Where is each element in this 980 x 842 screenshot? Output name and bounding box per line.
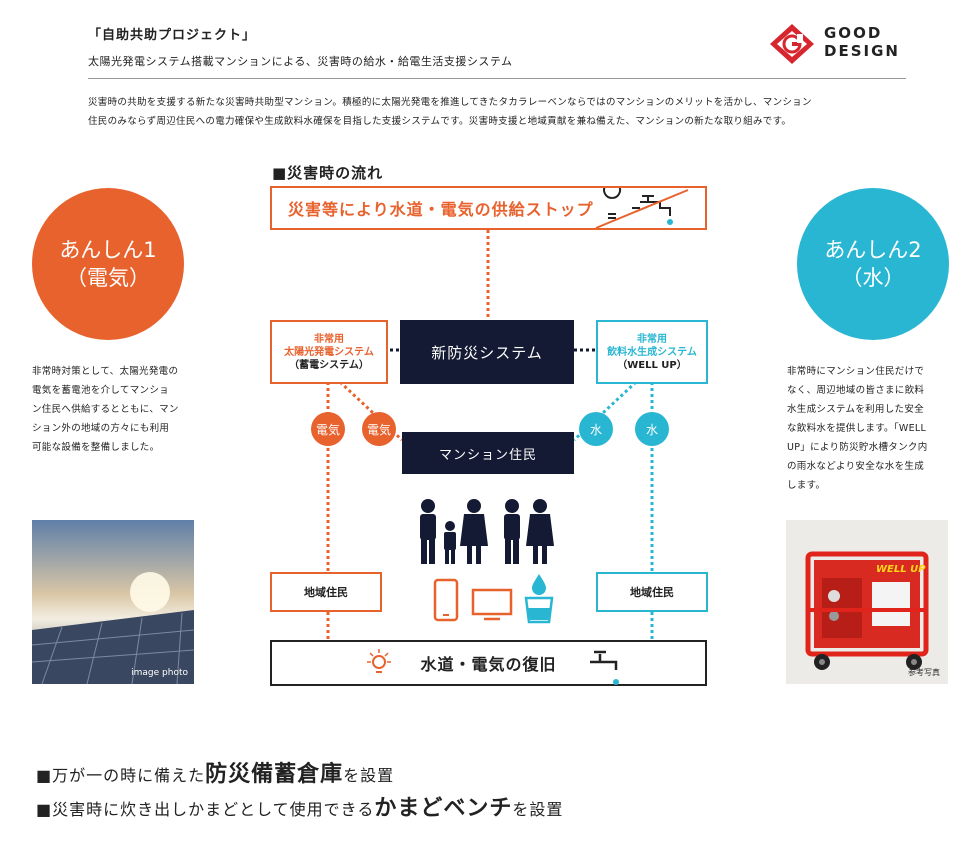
desc-line: の雨水などより安全な水を生成 xyxy=(787,461,925,472)
desc-line: 非常時対策として、太陽光発電の xyxy=(32,366,179,377)
circle-subtitle: （電気） xyxy=(66,266,150,290)
machine-brand-label: WELL UP xyxy=(876,564,926,575)
water-line: 非常用 xyxy=(637,333,667,345)
local-residents-right-box: 地域住民 xyxy=(596,572,708,612)
water-tag: 水 xyxy=(579,412,613,446)
no-power-water-icon xyxy=(595,188,689,229)
electric-description: 非常時対策として、太陽光発電の 電気を蓄電池を介してマンショ ン住民へ供給すると… xyxy=(32,362,202,457)
water-system-box: 非常用 飲料水生成システム （WELL UP） xyxy=(596,320,708,384)
electric-tag: 電気 xyxy=(311,412,345,446)
family-people-icon xyxy=(420,499,554,564)
photo-caption: image photo xyxy=(131,668,188,678)
well-up-machine-photo: WELL UP 参考写真 xyxy=(786,520,948,684)
restoration-box: 水道・電気の復旧 xyxy=(270,640,707,686)
smartphone-icon xyxy=(433,578,459,622)
statement-text: を設置 xyxy=(512,800,564,819)
residents-label: マンション住民 xyxy=(438,447,537,463)
storage-statement: ■万が一の時に備えた防災備蓄倉庫を設置 xyxy=(36,756,394,788)
good-design-logo-icon xyxy=(770,24,814,64)
solar-line: （蓄電システム） xyxy=(289,359,369,371)
statement-text: ■災害時に炊き出しかまどとして使用できる xyxy=(36,800,375,819)
desc-line: 非常時にマンション住民だけで xyxy=(787,366,925,377)
solar-panel-photo: image photo xyxy=(32,520,194,684)
intro-text: 災害時の共助を支援する新たな災害時共助型マンション。積極的に太陽光発電を推進して… xyxy=(88,93,908,131)
disaster-system-box: 新防災システム xyxy=(400,320,574,384)
water-description: 非常時にマンション住民だけで なく、周辺地域の皆さまに飲料 水生成システムを利用… xyxy=(787,362,959,495)
water-glass-icon xyxy=(524,574,554,624)
statement-text: ■万が一の時に備えた xyxy=(36,766,206,785)
desc-line: 電気を蓄電池を介してマンショ xyxy=(32,385,169,396)
desc-line: 可能な設備を整備しました。 xyxy=(32,442,160,453)
solar-system-box: 非常用 太陽光発電システム （蓄電システム） xyxy=(270,320,388,384)
desc-line: なく、周辺地域の皆さまに飲料 xyxy=(787,385,925,396)
local-residents-label: 地域住民 xyxy=(630,585,674,599)
project-subtitle: 太陽光発電システム搭載マンションによる、災害時の給水・給電生活支援システム xyxy=(88,55,513,68)
circle-title: あんしん2 xyxy=(824,238,922,262)
supply-stop-label: 災害等により水道・電気の供給ストップ xyxy=(288,200,594,219)
good-design-logo-text: GOOD DESIGN xyxy=(824,24,900,60)
circle-subtitle: （水） xyxy=(841,266,905,290)
photo-caption: 参考写真 xyxy=(908,668,940,677)
desc-line: 水生成システムを利用した安全 xyxy=(787,404,924,415)
desc-line: します。 xyxy=(787,480,826,491)
intro-line: 災害時の共助を支援する新たな災害時共助型マンション。積極的に太陽光発電を推進して… xyxy=(88,97,812,108)
local-residents-left-box: 地域住民 xyxy=(270,572,382,612)
solar-line: 太陽光発電システム xyxy=(284,346,374,358)
water-line: （WELL UP） xyxy=(617,359,687,371)
circle-title: あんしん1 xyxy=(59,238,157,262)
desc-line: ン住民へ供給するとともに、マン xyxy=(32,404,179,415)
logo-line: DESIGN xyxy=(824,42,900,60)
intro-line: 住民のみならず周辺住民への電力確保や生成飲料水確保を目指した支援システムです。災… xyxy=(88,116,792,127)
television-icon xyxy=(471,588,513,621)
bench-statement: ■災害時に炊き出しかまどとして使用できるかまどベンチを設置 xyxy=(36,790,563,822)
electric-tag: 電気 xyxy=(362,412,396,446)
project-title: 「自助共助プロジェクト」 xyxy=(88,28,257,43)
statement-emphasis: かまどベンチ xyxy=(374,796,513,821)
statement-emphasis: 防災備蓄倉庫 xyxy=(205,762,344,787)
statement-text: を設置 xyxy=(343,766,395,785)
desc-line: UP」により防災貯水槽タンク内 xyxy=(787,442,928,453)
disaster-system-label: 新防災システム xyxy=(431,343,543,362)
residents-box: マンション住民 xyxy=(402,432,574,474)
faucet-icon xyxy=(590,650,619,685)
anshin-electric-circle: あんしん1 （電気） xyxy=(32,188,184,340)
water-line: 飲料水生成システム xyxy=(607,346,697,358)
flow-section-title: ■災害時の流れ xyxy=(272,164,384,182)
local-residents-label: 地域住民 xyxy=(304,585,348,599)
solar-line: 非常用 xyxy=(314,333,344,345)
restoration-label: 水道・電気の復旧 xyxy=(420,655,557,674)
header-divider xyxy=(88,78,906,79)
supply-stop-box: 災害等により水道・電気の供給ストップ xyxy=(270,186,707,230)
water-tag: 水 xyxy=(635,412,669,446)
logo-line: GOOD xyxy=(824,24,883,42)
anshin-water-circle: あんしん2 （水） xyxy=(797,188,949,340)
light-bulb-icon xyxy=(367,649,391,673)
desc-line: ション外の地域の方々にも利用 xyxy=(32,423,170,434)
desc-line: な飲料水を提供します。「WELL xyxy=(787,423,927,434)
